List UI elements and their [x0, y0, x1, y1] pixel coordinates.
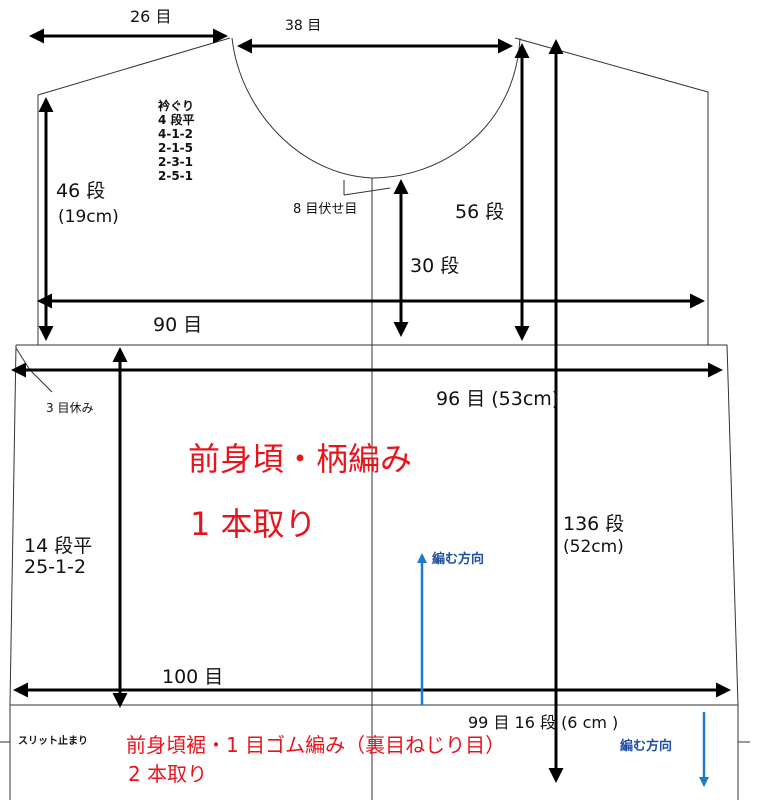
bind-off-leader-2	[343, 187, 391, 196]
side-rows-label-2: 25-1-2	[24, 556, 86, 578]
body-knit-direction-label: 編む方向	[432, 551, 484, 567]
rest-stitches-label: 3 目休み	[46, 401, 93, 415]
hem-title: 前身頃裾・1 目ゴム編み（裏目ねじり目）	[126, 733, 505, 757]
rib-stitches-label: 99 目 16 段 (6 cm )	[468, 713, 618, 732]
neckline-line-5: 2-3-1	[158, 155, 193, 169]
neckline-line-2: 4 段平	[158, 112, 195, 127]
neckline-line-6: 2-5-1	[158, 169, 193, 183]
left-shoulder-line	[37, 37, 231, 345]
neck-width-label: 38 目	[285, 18, 321, 34]
neckline-line-1: 衿ぐり	[158, 98, 194, 113]
dimension-arrows	[10, 28, 731, 787]
hem-knit-direction-label: 編む方向	[620, 738, 672, 754]
neckline-shaping: 衿ぐり 4 段平 4-1-2 2-1-5 2-3-1 2-5-1	[158, 98, 195, 183]
bodice-outline	[37, 37, 709, 800]
front-body-yarn: 1 本取り	[190, 505, 317, 543]
hem-stitches-label: 100 目	[162, 666, 223, 688]
slit-stop-label: スリット止まり	[18, 734, 88, 747]
hem-yarn: 2 本取り	[128, 762, 207, 786]
rest-leader-1	[15, 347, 31, 371]
neck-depth-rows-label: 30 段	[410, 255, 459, 277]
armhole-cm-label: (19cm)	[58, 207, 119, 227]
side-rows-label-1: 14 段平	[24, 535, 92, 557]
chest-stitches-label: 90 目	[153, 314, 202, 336]
rest-leader-2	[29, 369, 53, 393]
body-outline	[0, 344, 750, 800]
body-width-label: 96 目 (53cm)	[436, 388, 559, 410]
neckline-line-3: 4-1-2	[158, 127, 193, 141]
body-length-cm-label: (52cm)	[563, 537, 624, 557]
shoulder-armhole-rows-label: 56 段	[455, 201, 504, 223]
neckline-curve	[231, 37, 521, 179]
shoulder-stitches-label: 26 目	[130, 7, 171, 26]
body-length-rows-label: 136 段	[563, 513, 624, 535]
armhole-rows-label: 46 段	[56, 180, 105, 202]
bind-off-label: 8 目伏せ目	[293, 202, 357, 217]
front-body-title: 前身頃・柄編み	[188, 440, 412, 478]
right-shoulder-line	[514, 37, 709, 345]
neckline-line-4: 2-1-5	[158, 141, 193, 155]
